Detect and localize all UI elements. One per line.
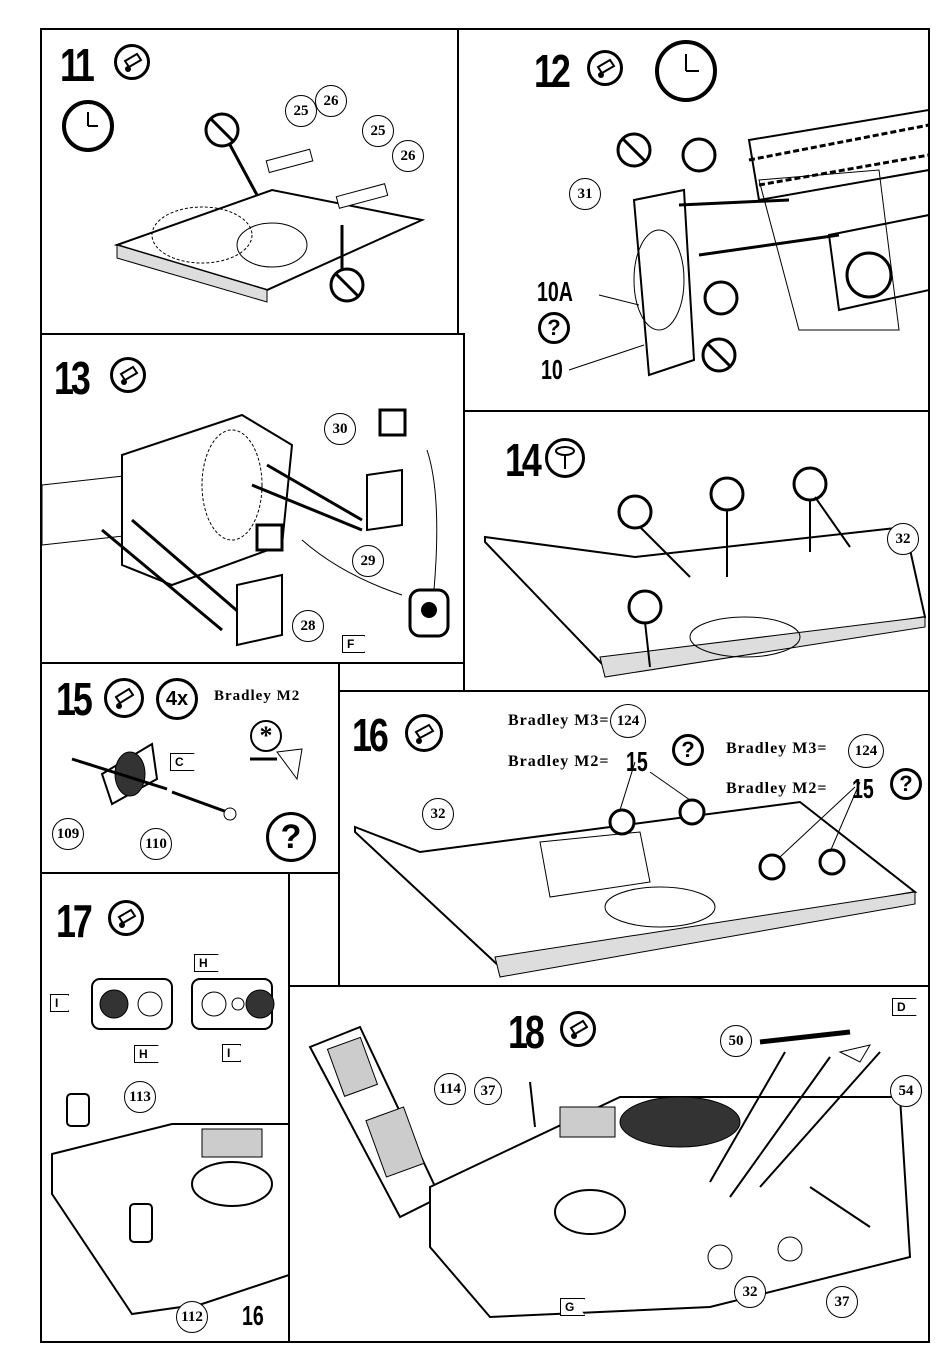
part-callout-37: 37 (826, 1286, 858, 1318)
part-callout-28: 28 (292, 610, 324, 642)
part-callout-112: 112 (176, 1301, 208, 1333)
part-callout-31: 31 (569, 178, 601, 210)
part-callout-37: 37 (474, 1077, 502, 1105)
glue-icon (587, 50, 623, 86)
alt-part-10: 10 (541, 354, 563, 385)
step-number: 17 (56, 895, 93, 947)
drill-icon (545, 438, 585, 478)
hull-tracks-drawing (568, 109, 928, 377)
part-15: 15 (852, 773, 874, 804)
hull-rear-assembly-drawing (42, 408, 450, 647)
part-callout-29: 29 (352, 545, 384, 577)
ref-step-16: 16 (242, 1300, 264, 1331)
m2-label: Bradley M2= (508, 753, 610, 770)
sprue-flag-h: H (134, 1045, 159, 1063)
hull-floor-drawing (484, 466, 927, 678)
step-13-panel: 13 30 29 28 F (40, 333, 465, 664)
glue-icon (104, 678, 144, 718)
glue-icon (110, 357, 146, 393)
hull-upper-drawing (308, 1025, 912, 1319)
m3-label: Bradley M3= (726, 740, 828, 757)
sprue-flag-f: F (342, 635, 366, 653)
glue-icon (108, 900, 144, 936)
m3-label: Bradley M3= (508, 712, 610, 729)
part-callout-25: 25 (362, 115, 394, 147)
step-number: 13 (54, 352, 91, 404)
quantity-badge: 4x (156, 678, 198, 720)
step-number: 18 (508, 1006, 545, 1058)
part-callout-32: 32 (734, 1276, 766, 1308)
glue-icon (405, 714, 443, 752)
step-number: 15 (56, 673, 93, 725)
part-callout-110: 110 (140, 828, 172, 860)
part-callout-26: 26 (315, 85, 347, 117)
m2-label: Bradley M2= (726, 780, 828, 797)
step-15-panel: 15 4x Bradley M2 C * ? 109 110 (40, 662, 340, 874)
part-callout-54: 54 (890, 1075, 922, 1107)
glue-icon (114, 44, 150, 80)
part-callout-25: 25 (285, 95, 317, 127)
part-callout-124: 124 (848, 734, 884, 768)
part-callout-26: 26 (392, 140, 424, 172)
step-number: 12 (534, 45, 571, 97)
step-14-panel: 14 32 (463, 410, 930, 692)
sprue-flag-d: D (892, 998, 917, 1016)
step-number: 11 (60, 39, 95, 91)
part-callout-32: 32 (887, 523, 919, 555)
hull-floor-drawing (354, 761, 918, 978)
part-callout-32: 32 (422, 798, 454, 830)
question-icon: ? (538, 312, 570, 344)
part-callout-124: 124 (610, 704, 646, 738)
question-icon: ? (672, 734, 704, 766)
step-number: 14 (505, 434, 542, 486)
part-callout-113: 113 (124, 1081, 156, 1113)
question-icon: ? (890, 768, 922, 800)
part-callout-30: 30 (324, 413, 356, 445)
question-icon: ? (266, 812, 316, 862)
clock-icon (655, 40, 717, 102)
step-16-panel: 16 Bradley M3= 124 Bradley M2= 15 ? Brad… (338, 690, 930, 987)
hull-rear-plate-drawing (113, 112, 426, 303)
alt-part-10a: 10A (537, 276, 573, 307)
part-15: 15 (626, 746, 648, 777)
clock-icon (62, 100, 114, 152)
glue-icon (560, 1011, 596, 1047)
asterisk-icon: * (250, 720, 282, 752)
step-12-panel: 12 31 10A ? 10 (457, 28, 930, 412)
part-callout-109: 109 (52, 818, 84, 850)
variant-label: Bradley M2 (214, 688, 301, 704)
step-17-panel: 17 I H H I 113 112 16 (40, 872, 290, 1343)
step-18-panel: 18 114 37 50 D 54 32 37 G (288, 985, 930, 1343)
part-callout-50: 50 (720, 1025, 752, 1057)
part-callout-114: 114 (434, 1073, 466, 1105)
gun-port-drawing (71, 742, 303, 821)
step-11-panel: 11 25 26 25 26 (40, 28, 459, 335)
hull-front-drawing (51, 978, 288, 1316)
step-number: 16 (352, 709, 389, 761)
